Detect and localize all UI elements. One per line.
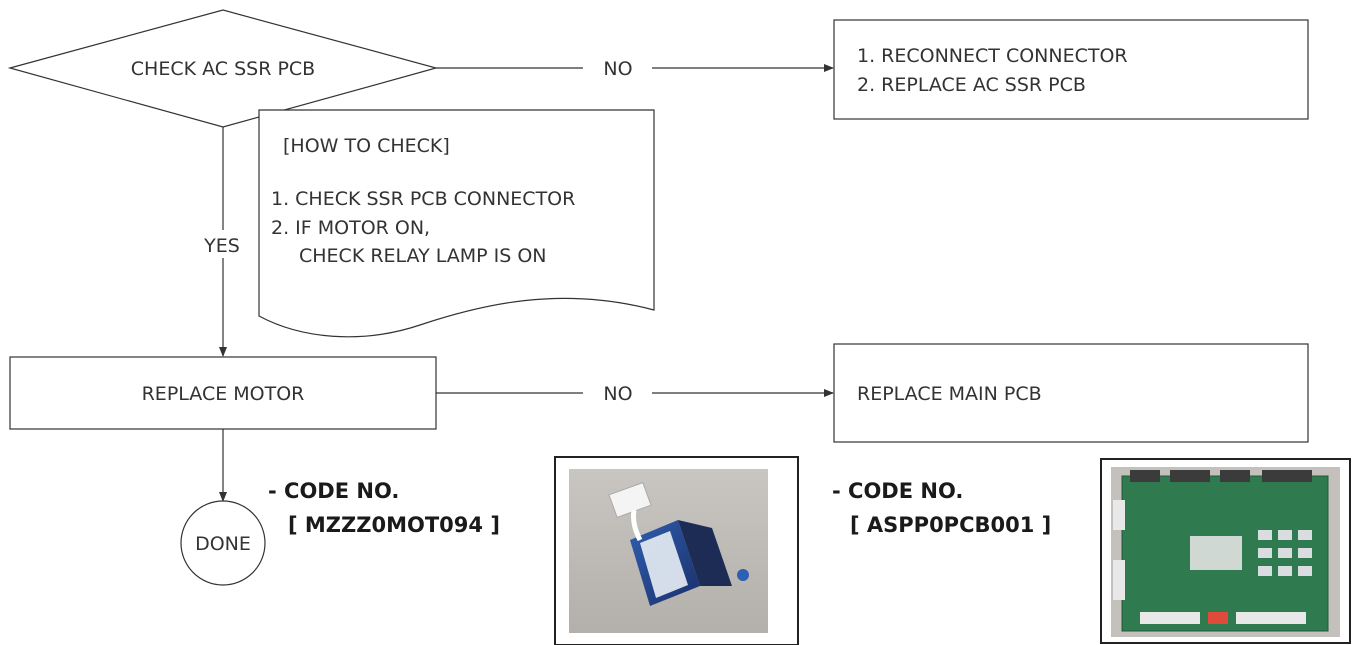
action-box-reconnect bbox=[833, 19, 1309, 120]
terminator-done bbox=[180, 500, 266, 586]
note-line-1: 1. CHECK SSR PCB CONNECTOR bbox=[271, 188, 575, 210]
action-box-2-label: REPLACE MAIN PCB bbox=[857, 383, 1042, 405]
pcb-side-connectors bbox=[1113, 500, 1125, 600]
pcb-top-connectors bbox=[1130, 470, 1312, 482]
note-line-2: 2. IF MOTOR ON, bbox=[271, 217, 430, 239]
code-motor-heading: - CODE NO. bbox=[268, 479, 399, 503]
pcb-chip-module bbox=[1190, 536, 1242, 570]
edge-no-label-2: NO bbox=[603, 383, 632, 405]
process-replace-motor-label: REPLACE MOTOR bbox=[142, 383, 305, 405]
note-title: [HOW TO CHECK] bbox=[283, 135, 450, 157]
edge-yes-label: YES bbox=[203, 235, 240, 257]
decision-label: CHECK AC SSR PCB bbox=[131, 58, 315, 80]
motor-shaft bbox=[737, 569, 749, 581]
code-pcb-value: [ ASPP0PCB001 ] bbox=[850, 513, 1051, 537]
action-box-1-line-1: 1. RECONNECT CONNECTOR bbox=[857, 45, 1128, 67]
note-line-3: CHECK RELAY LAMP IS ON bbox=[299, 245, 547, 267]
terminator-done-label: DONE bbox=[195, 533, 251, 555]
motor-label bbox=[640, 531, 688, 598]
edge-yes-label-bg bbox=[191, 230, 251, 258]
pcb-relays bbox=[1258, 530, 1312, 576]
note-document-shape bbox=[258, 109, 655, 338]
motor-end-cap bbox=[678, 520, 732, 586]
pcb-photo bbox=[1100, 458, 1351, 644]
motor-photo bbox=[554, 456, 799, 645]
process-replace-motor bbox=[9, 356, 437, 430]
action-box-replace-main-pcb bbox=[833, 343, 1309, 443]
pcb-bottom-connectors bbox=[1140, 612, 1306, 624]
code-pcb-heading: - CODE NO. bbox=[832, 479, 963, 503]
action-box-1-line-2: 2. REPLACE AC SSR PCB bbox=[857, 74, 1086, 96]
code-motor-value: [ MZZZ0MOT094 ] bbox=[288, 513, 500, 537]
motor-wires bbox=[631, 509, 643, 542]
edge-no-label-1: NO bbox=[603, 58, 632, 80]
